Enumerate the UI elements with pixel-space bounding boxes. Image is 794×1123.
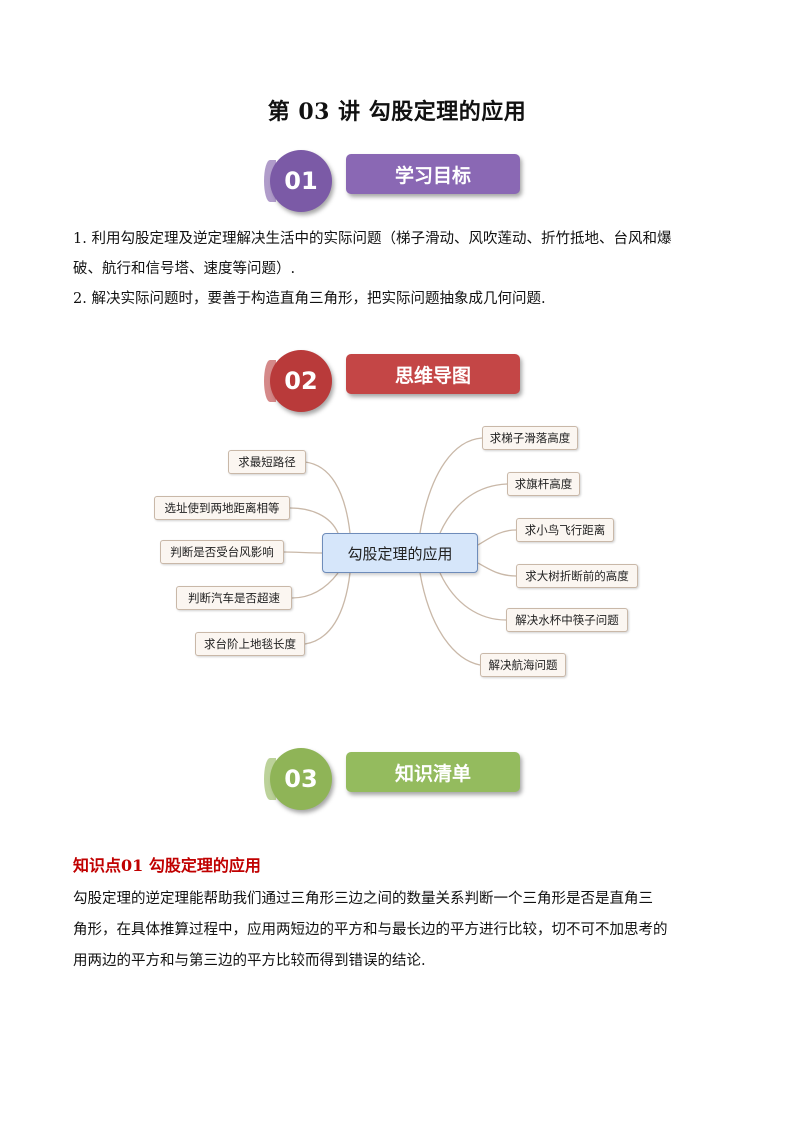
mindmap-node: 求最短路径 — [228, 450, 306, 474]
mindmap-node: 求小鸟飞行距离 — [516, 518, 614, 542]
objective-line-2: 破、航行和信号塔、速度等问题）. — [73, 261, 296, 277]
section-label: 学习目标 — [346, 154, 520, 194]
section-label: 思维导图 — [346, 354, 520, 394]
knowledge-line-2: 角形，在具体推算过程中，应用两短边的平方和与最长边的平方进行比较，切不可不加思考… — [73, 922, 668, 938]
mindmap-node: 选址使到两地距离相等 — [154, 496, 290, 520]
section-label: 知识清单 — [346, 752, 520, 792]
knowledge-line-1: 勾股定理的逆定理能帮助我们通过三角形三边之间的数量关系判断一个三角形是否是直角三 — [73, 891, 653, 907]
objective-line-3: 2. 解决实际问题时，要善于构造直角三角形，把实际问题抽象成几何问题. — [73, 291, 546, 307]
mindmap-node: 解决水杯中筷子问题 — [506, 608, 628, 632]
mindmap-node: 判断是否受台风影响 — [160, 540, 284, 564]
section-number-badge: 01 — [264, 150, 332, 212]
mindmap-node: 求大树折断前的高度 — [516, 564, 638, 588]
mindmap-node: 求台阶上地毯长度 — [195, 632, 305, 656]
objective-line-1: 1. 利用勾股定理及逆定理解决生活中的实际问题（梯子滑动、风吹莲动、折竹抵地、台… — [73, 231, 672, 247]
mindmap-node: 判断汽车是否超速 — [176, 586, 292, 610]
section-number-badge: 03 — [264, 748, 332, 810]
section-header-objectives: 01 学习目标 — [264, 150, 522, 212]
section-header-mindmap: 02 思维导图 — [264, 350, 522, 412]
mindmap-node: 求旗杆高度 — [507, 472, 580, 496]
section-header-knowledge: 03 知识清单 — [264, 748, 522, 810]
mindmap-center-node: 勾股定理的应用 — [322, 533, 478, 573]
knowledge-line-3: 用两边的平方和与第三边的平方比较而得到错误的结论. — [73, 953, 426, 969]
mindmap-node: 求梯子滑落高度 — [482, 426, 578, 450]
knowledge-point-heading: 知识点01 勾股定理的应用 — [73, 856, 261, 875]
section-number-badge: 02 — [264, 350, 332, 412]
page-title: 第 03 讲 勾股定理的应用 — [267, 99, 527, 125]
mindmap-node: 解决航海问题 — [480, 653, 566, 677]
